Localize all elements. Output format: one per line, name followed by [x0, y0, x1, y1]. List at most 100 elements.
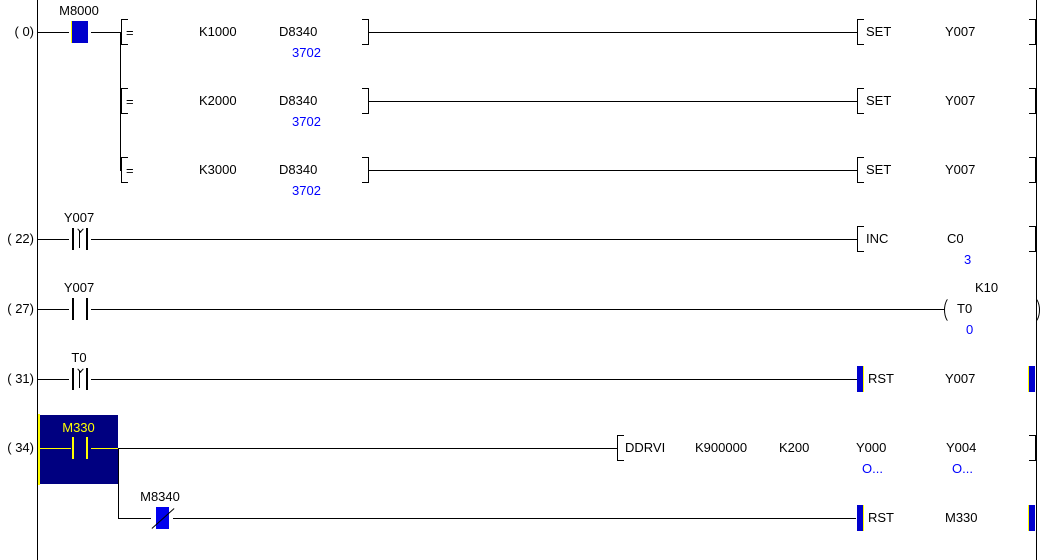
ddrvi-operand-4: Y004: [946, 440, 977, 455]
wire-rung0-b3-out: [369, 170, 857, 171]
compare-operator-3: =: [126, 163, 134, 178]
instruction-ddrvi[interactable]: DDRVI: [625, 440, 666, 455]
timer-t0-value: 0: [966, 322, 974, 337]
wire-rung34-main: [118, 448, 617, 449]
compare-operand2-2: D8340: [279, 93, 318, 108]
ddrvi-operand-3: Y000: [856, 440, 887, 455]
contact-label-m8000: M8000: [59, 3, 99, 18]
contact-label-t0-rung31: T0: [71, 350, 87, 365]
compare-operand2-value-3: 3702: [292, 183, 321, 198]
contact-y007-no[interactable]: [69, 298, 91, 320]
contact-highlight-edge: [71, 21, 72, 43]
compare-operand1-2: K2000: [199, 93, 237, 108]
instruction-set-3[interactable]: SET: [866, 162, 892, 177]
wire-rung22-in: [37, 239, 69, 240]
rung-number-34: ( 34): [7, 440, 34, 455]
inc-open-bracket: [857, 226, 866, 252]
set-close-bracket-3: [1027, 157, 1036, 183]
coil-label-t0: T0: [957, 301, 973, 316]
contact-m8000[interactable]: [69, 21, 91, 43]
compare-operand2-3: D8340: [279, 162, 318, 177]
instruction-operand-set-1: Y007: [945, 24, 976, 39]
compare-operator-1: =: [126, 25, 134, 40]
wire-rung0-b1-out: [369, 32, 857, 33]
compare-close-bracket-1: [360, 19, 369, 45]
compare-open-bracket-2: [121, 88, 130, 114]
wire-rung27-out: [91, 309, 944, 310]
contact-t0-rising-edge[interactable]: [69, 368, 91, 390]
contact-m330-no[interactable]: [69, 437, 91, 459]
contact-m8340-nc[interactable]: [151, 507, 175, 529]
wire-rung0-b2-out: [369, 101, 857, 102]
selection-left-edge: [38, 414, 40, 485]
wire-rung0-in: [37, 32, 69, 33]
rst-open-bracket-y007: [856, 366, 866, 392]
compare-close-bracket-2: [360, 88, 369, 114]
instruction-operand-inc: C0: [947, 231, 964, 246]
branch-drop-rung34: [118, 448, 119, 518]
wire-rung31-in: [37, 379, 69, 380]
ddrvi-operand-3-value: O...: [862, 461, 883, 476]
contact-energized-fill: [72, 21, 88, 43]
right-power-rail: [1036, 0, 1037, 560]
inc-close-bracket: [1027, 226, 1036, 252]
instruction-operand-set-2: Y007: [945, 93, 976, 108]
compare-open-bracket-1: [121, 19, 130, 45]
compare-close-bracket-3: [360, 157, 369, 183]
rst-close-bracket-m330: [1026, 505, 1036, 531]
coil-t0-right-arc: [1024, 296, 1040, 324]
instruction-rst-y007[interactable]: RST: [868, 371, 894, 386]
instruction-inc[interactable]: INC: [866, 231, 889, 246]
wire-rung34-branch-out: [173, 518, 856, 519]
ddrvi-close-bracket: [1027, 435, 1036, 461]
compare-operand1-3: K3000: [199, 162, 237, 177]
contact-label-m8340: M8340: [140, 489, 180, 504]
instruction-operand-rst-m330: M330: [945, 510, 978, 525]
timer-preset-k10: K10: [975, 280, 999, 295]
compare-operand1-1: K1000: [199, 24, 237, 39]
ddrvi-operand-1: K900000: [695, 440, 748, 455]
instruction-rst-m330[interactable]: RST: [868, 510, 894, 525]
wire-rung34-branch-in: [118, 518, 151, 519]
compare-operator-2: =: [126, 94, 134, 109]
wire-rung34-sel-right: [91, 448, 118, 449]
set-open-bracket-2: [857, 88, 866, 114]
set-open-bracket-3: [857, 157, 866, 183]
contact-label-y007-rung27: Y007: [63, 280, 95, 295]
branch-trunk-rung0: [120, 32, 121, 171]
rising-edge-arrow-icon: [76, 228, 84, 248]
rung-number-0: ( 0): [14, 24, 35, 39]
instruction-set-2[interactable]: SET: [866, 93, 892, 108]
wire-rung22-out: [91, 239, 857, 240]
compare-operand2-1: D8340: [279, 24, 318, 39]
instruction-operand-set-3: Y007: [945, 162, 976, 177]
wire-rung34-sel-left: [39, 448, 71, 449]
instruction-set-1[interactable]: SET: [866, 24, 892, 39]
set-open-bracket-1: [857, 19, 866, 45]
ddrvi-operand-2: K200: [779, 440, 810, 455]
rung-number-27: ( 27): [7, 301, 34, 316]
selection-box-m330[interactable]: [38, 414, 119, 485]
ddrvi-operand-4-value: O...: [952, 461, 973, 476]
set-close-bracket-2: [1027, 88, 1036, 114]
contact-label-m330: M330: [62, 420, 95, 435]
compare-operand2-value-2: 3702: [292, 114, 321, 129]
contact-y007-rising-edge[interactable]: [69, 228, 91, 250]
set-close-bracket-1: [1027, 19, 1036, 45]
wire-rung31-out: [91, 379, 857, 380]
compare-operand2-value-1: 3702: [292, 45, 321, 60]
rising-edge-arrow-icon: [76, 368, 84, 388]
compare-open-bracket-3: [121, 157, 130, 183]
wire-rung0-to-branch: [91, 32, 120, 33]
rung-number-22: ( 22): [7, 231, 34, 246]
coil-t0-left-arc[interactable]: [944, 296, 960, 324]
instruction-operand-rst-y007: Y007: [945, 371, 976, 386]
rst-close-bracket-y007: [1026, 366, 1036, 392]
rung-number-31: ( 31): [7, 371, 34, 386]
counter-c0-value: 3: [964, 252, 972, 267]
rst-open-bracket-m330: [856, 505, 866, 531]
left-power-rail: [37, 0, 38, 560]
ddrvi-open-bracket: [617, 435, 626, 461]
wire-rung27-in: [37, 309, 69, 310]
